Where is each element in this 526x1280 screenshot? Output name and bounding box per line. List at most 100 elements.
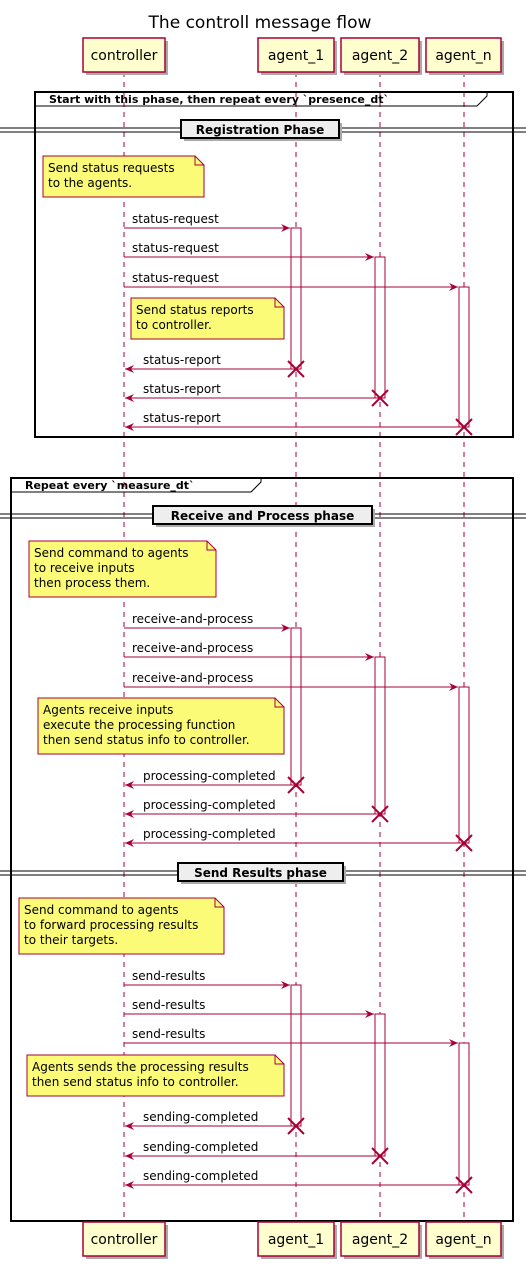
message-receive-and-process: receive-and-process [124,641,374,661]
activation-bar [290,227,302,370]
note-text: to controller. [136,318,212,332]
message-processing-completed: processing-completed [125,798,389,823]
message-label: sending-completed [143,1110,258,1124]
message-send-results: send-results [124,969,290,989]
note-text: then process them. [34,576,150,590]
participant-label: controller [91,1232,158,1248]
note-text: Send status requests [48,161,175,175]
message-sending-completed: sending-completed [125,1169,473,1194]
participant-agent-n-bottom: agent_n [425,1221,504,1259]
message-label: status-request [132,271,219,285]
message-label: send-results [132,1027,205,1041]
note-text: Send status reports [136,303,254,317]
message-receive-and-process: receive-and-process [124,671,458,691]
destroy-icon [287,776,305,794]
message-receive-and-process: receive-and-process [124,612,290,632]
note-text: to forward processing results [24,918,198,932]
note-text: Send command to agents [24,903,179,917]
divider-send: Send Results phase [0,862,526,884]
message-status-request: status-request [124,212,290,232]
message-label: sending-completed [143,1140,258,1154]
note-n6: Agents sends the processing resultsthen … [26,1054,285,1097]
destroy-icon [455,418,473,436]
divider-label: Send Results phase [194,866,327,880]
participant-agent-2-top: agent_2 [340,37,422,75]
destroy-icon [287,360,305,378]
message-sending-completed: sending-completed [125,1110,305,1135]
note-text: execute the processing function [43,718,235,732]
activation-bar [290,984,302,1127]
destroy-icon [371,1147,389,1165]
group-label: Repeat every `measure_dt` [25,479,195,492]
participant-label: agent_n [435,48,491,64]
group-frame-measure: Repeat every `measure_dt` [10,477,514,1222]
participant-agent-n-top: agent_n [425,37,504,75]
participant-controller-bottom: controller [82,1221,168,1259]
message-label: sending-completed [143,1169,258,1183]
message-status-report: status-report [125,353,305,378]
message-label: status-report [143,382,221,396]
message-processing-completed: processing-completed [125,769,305,794]
message-status-report: status-report [125,411,473,436]
activation-bar [458,686,470,844]
note-text: then send status info to controller. [43,733,250,747]
destroy-icon [287,1117,305,1135]
divider-label: Receive and Process phase [171,509,354,523]
message-label: processing-completed [143,798,276,812]
message-status-request: status-request [124,271,458,291]
note-text: to their targets. [24,933,118,947]
message-processing-completed: processing-completed [125,827,473,852]
activation-bar [374,256,386,399]
message-label: receive-and-process [132,671,253,685]
note-text: Send command to agents [34,546,189,560]
note-text: to receive inputs [34,561,135,575]
activation-bar [458,286,470,428]
destroy-icon [455,834,473,852]
destroy-icon [371,805,389,823]
message-label: status-request [132,212,219,226]
message-status-report: status-report [125,382,389,407]
message-sending-completed: sending-completed [125,1140,389,1165]
participant-controller-top: controller [82,37,168,75]
destroy-icon [455,1176,473,1194]
message-label: status-report [143,411,221,425]
note-text: Agents sends the processing results [32,1060,249,1074]
message-label: send-results [132,969,205,983]
message-send-results: send-results [124,998,374,1018]
message-label: send-results [132,998,205,1012]
participant-label: agent_1 [268,48,324,64]
message-label: status-report [143,353,221,367]
activation-bar [458,1042,470,1186]
group-frame-presence: Start with this phase, then repeat every… [34,91,514,438]
note-text: to the agents. [48,176,132,190]
divider-receive: Receive and Process phase [0,505,526,527]
participant-label: agent_2 [352,48,408,64]
participant-agent-2-bottom: agent_2 [340,1221,422,1259]
activation-bar [290,627,302,786]
participant-label: agent_1 [268,1232,324,1248]
message-label: receive-and-process [132,612,253,626]
divider-registration: Registration Phase [0,119,526,141]
participant-label: controller [91,48,158,64]
message-label: processing-completed [143,769,276,783]
participant-agent-1-bottom: agent_1 [257,1221,337,1259]
destroy-icon [371,389,389,407]
participant-agent-1-top: agent_1 [257,37,337,75]
message-status-request: status-request [124,241,374,261]
group-label: Start with this phase, then repeat every… [49,93,389,106]
participant-label: agent_n [435,1232,491,1248]
message-label: processing-completed [143,827,276,841]
participant-label: agent_2 [352,1232,408,1248]
message-send-results: send-results [124,1027,458,1047]
activation-bar [374,656,386,815]
diagram-title: The controll message flow [148,13,372,33]
message-label: receive-and-process [132,641,253,655]
message-label: status-request [132,241,219,255]
divider-label: Registration Phase [196,123,325,137]
